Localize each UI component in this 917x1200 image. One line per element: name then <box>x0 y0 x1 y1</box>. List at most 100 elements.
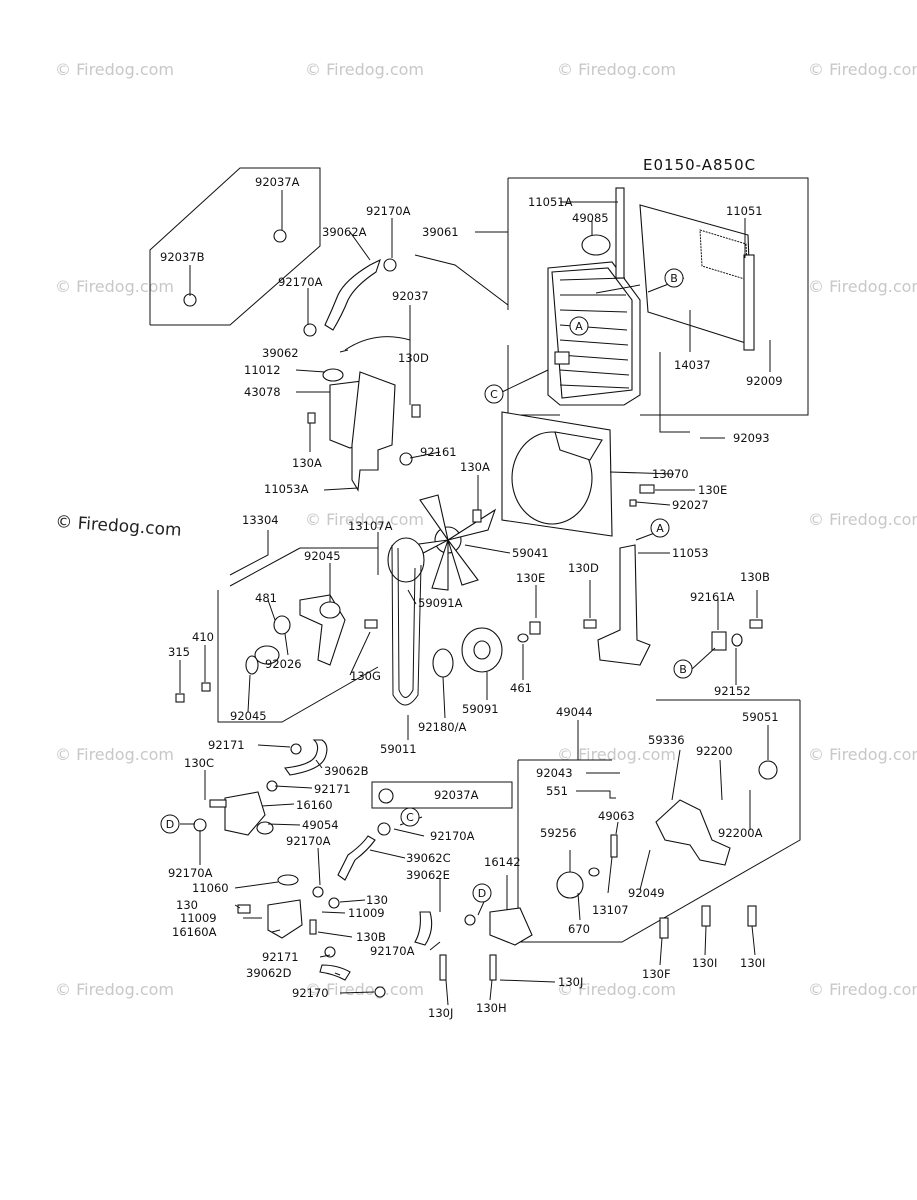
part-label: 130 <box>176 898 198 912</box>
part-label: 49063 <box>598 809 635 823</box>
part-label: 59041 <box>512 546 549 560</box>
part-label: 130A <box>292 456 322 470</box>
svg-text:D: D <box>478 887 486 900</box>
part-label: 11060 <box>192 881 229 895</box>
part-label: 92093 <box>733 431 770 445</box>
part-label: 92045 <box>230 709 267 723</box>
reserve-tank <box>322 336 411 492</box>
part-label: 13304 <box>242 513 279 527</box>
part-label: 92171 <box>208 738 245 752</box>
part-label: 130 <box>366 893 388 907</box>
part-label: 130I <box>740 956 765 970</box>
callout-c: C <box>400 807 420 827</box>
radiator-screen <box>639 204 755 351</box>
part-label: 130G <box>350 669 381 683</box>
watermark: © Firedog.com <box>55 60 174 79</box>
watermark: © Firedog.com <box>305 60 424 79</box>
watermark: © Firedog.com <box>55 277 174 296</box>
part-label: 11053 <box>672 546 709 560</box>
part-label: 551 <box>546 784 568 798</box>
part-label: 92026 <box>265 657 302 671</box>
watermark-main: © Firedog.com <box>55 512 183 541</box>
part-labels: 92037A 92037B 92170A 39062A 39061 92170A… <box>160 175 783 1020</box>
callouts: A B C A B C D D <box>160 268 693 903</box>
part-label: 130D <box>398 351 429 365</box>
part-label: 92043 <box>536 766 573 780</box>
bolts <box>175 404 763 981</box>
part-label: 130E <box>516 571 545 585</box>
svg-text:C: C <box>406 811 414 824</box>
part-label: 130B <box>740 570 770 584</box>
part-label: 92171 <box>314 782 351 796</box>
frame-92037 <box>149 167 321 326</box>
watermark: © Firedog.com <box>305 510 424 529</box>
watermarks: © Firedog.com © Firedog.com © Firedog.co… <box>55 60 917 999</box>
part-label: 59336 <box>648 733 685 747</box>
part-label: 92170A <box>286 834 331 848</box>
part-label: 92170A <box>278 275 323 289</box>
part-label: 130J <box>558 975 583 989</box>
part-label: 59091 <box>462 702 499 716</box>
part-label: 92170A <box>366 204 411 218</box>
part-label: 92027 <box>672 498 709 512</box>
part-label: 49054 <box>302 818 339 832</box>
part-label: 14037 <box>674 358 711 372</box>
part-label: 670 <box>568 922 590 936</box>
part-label: 130F <box>642 967 671 981</box>
part-label: 92170A <box>168 866 213 880</box>
callout-d: D <box>472 883 492 903</box>
thermostat-housing <box>224 791 303 939</box>
part-label: 92170 <box>292 986 329 1000</box>
watermark: © Firedog.com <box>55 745 174 764</box>
part-label: 39062C <box>406 851 451 865</box>
svg-text:A: A <box>575 320 583 333</box>
svg-text:B: B <box>670 272 678 285</box>
svg-text:B: B <box>679 663 687 676</box>
watermark: © Firedog.com <box>808 745 917 764</box>
part-label: 92037 <box>392 289 429 303</box>
part-label: 130H <box>476 1001 507 1015</box>
part-label: 13070 <box>652 467 689 481</box>
part-label: 59256 <box>540 826 577 840</box>
part-label: 39062B <box>324 764 369 778</box>
part-label: 92180/A <box>418 720 466 734</box>
leader-lines <box>179 190 771 1006</box>
part-label: 410 <box>192 630 214 644</box>
part-label: 39062A <box>322 225 367 239</box>
clamps <box>183 229 476 998</box>
part-label: 92170A <box>370 944 415 958</box>
callout-d: D <box>160 814 180 834</box>
part-label: 92161A <box>690 590 735 604</box>
part-label: 130C <box>184 756 214 770</box>
watermark: © Firedog.com <box>557 980 676 999</box>
hoses <box>284 258 433 981</box>
part-label: 11009 <box>348 906 385 920</box>
part-label: 92045 <box>304 549 341 563</box>
watermark: © Firedog.com <box>808 60 917 79</box>
callout-c: C <box>484 384 504 404</box>
part-label: 49085 <box>572 211 609 225</box>
frame-radiator <box>508 177 809 416</box>
part-label: 11053A <box>264 482 309 496</box>
part-label: 59051 <box>742 710 779 724</box>
frame-13304-bottom <box>217 590 379 723</box>
part-label: 461 <box>510 681 532 695</box>
part-label: 43078 <box>244 385 281 399</box>
part-label: 92037A <box>255 175 300 189</box>
callout-a: A <box>650 518 670 538</box>
watermark: © Firedog.com <box>808 277 917 296</box>
callout-b: B <box>673 659 693 679</box>
part-label: 92037A <box>434 788 479 802</box>
part-label: 39062D <box>246 966 292 980</box>
watermark: © Firedog.com <box>808 510 917 529</box>
part-label: 13107 <box>592 903 629 917</box>
watermark: © Firedog.com <box>55 980 174 999</box>
part-label: 92200 <box>696 744 733 758</box>
part-label: 130I <box>692 956 717 970</box>
part-label: 11012 <box>244 363 281 377</box>
part-label: 92152 <box>714 684 751 698</box>
part-label: 11051A <box>528 195 573 209</box>
part-label: 130E <box>698 483 727 497</box>
part-label: 16142 <box>484 855 521 869</box>
